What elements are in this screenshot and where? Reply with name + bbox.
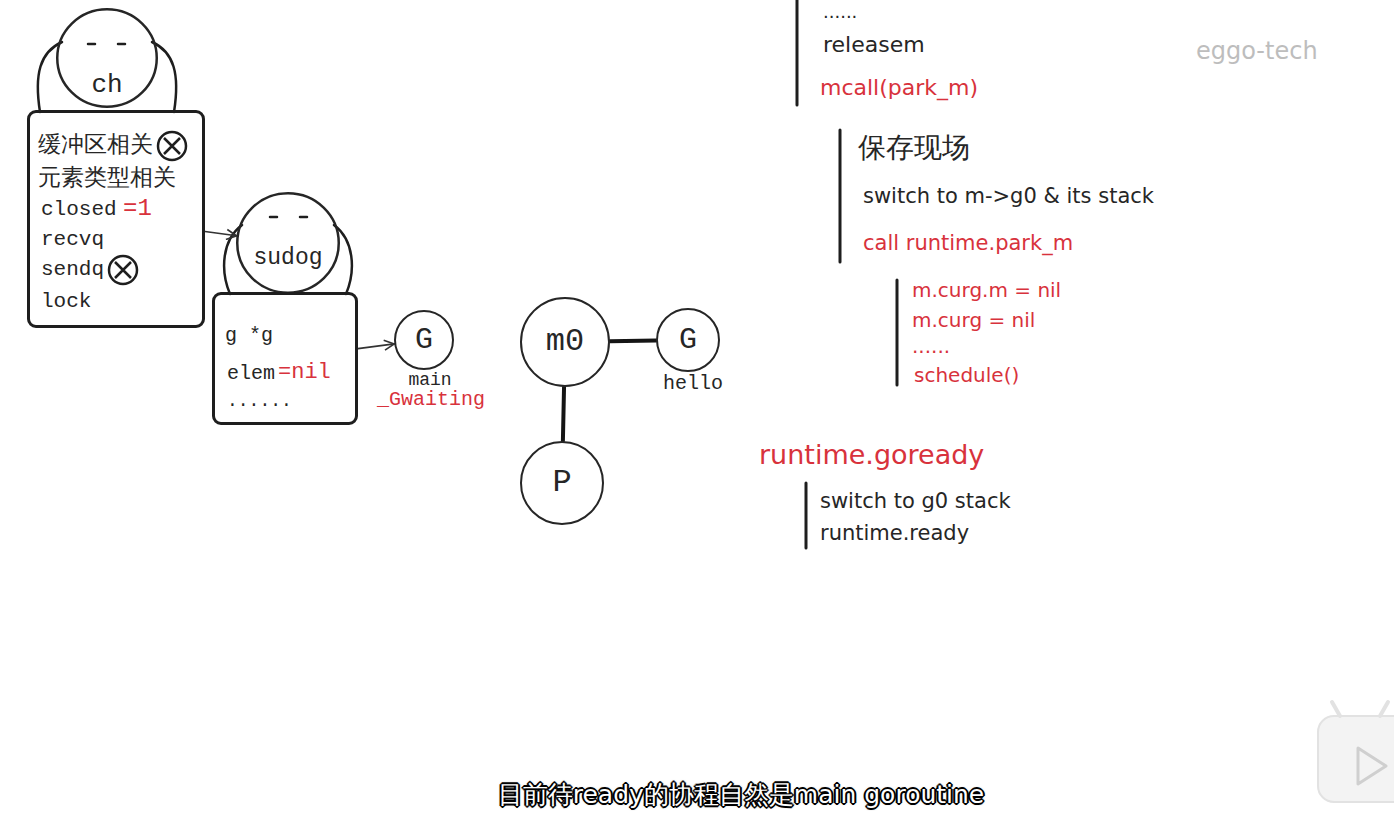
cross-symbol	[109, 256, 137, 284]
node-title: sudog	[253, 245, 322, 271]
eyes	[88, 43, 125, 46]
cross-symbol	[158, 132, 186, 160]
struct-box: g *g elem=nil......	[212, 292, 358, 425]
field-name: sendq	[41, 258, 104, 282]
circle-outline	[57, 9, 157, 107]
node-title: m0	[546, 324, 584, 361]
goroutine-circle: Ghello	[656, 308, 720, 372]
code-line: runtime.ready	[820, 521, 969, 545]
code-line: switch to g0 stack	[820, 489, 1011, 513]
channel-head: ch	[56, 8, 158, 108]
code-line: m.curg.m = nil	[912, 279, 1061, 302]
code-line: releasem	[823, 32, 925, 57]
code-line: m.curg = nil	[912, 309, 1035, 332]
code-line: mcall(park_m)	[820, 75, 978, 100]
link-line	[563, 387, 564, 441]
circle-outline	[237, 193, 339, 293]
field-name: g *g	[225, 324, 273, 347]
code-line: ......	[912, 335, 950, 358]
field-value: =nil	[278, 360, 331, 385]
struct-box: 缓冲区相关元素类型相关 closed=1 recvq sendq lock	[27, 110, 205, 328]
node-title: P	[552, 465, 571, 502]
node-caption: hello	[663, 372, 723, 395]
field-name: recvq	[41, 228, 104, 252]
link-line	[610, 339, 656, 344]
circle-outline	[395, 311, 453, 369]
field-name: closed	[41, 198, 117, 222]
circle-outline	[521, 442, 603, 524]
field-name: elem	[227, 362, 275, 385]
bracket-bar	[796, 0, 799, 105]
code-line: schedule()	[914, 364, 1019, 387]
code-line: ......	[823, 2, 857, 23]
code-line: call runtime.park_m	[863, 231, 1073, 255]
pointer-arrow	[358, 344, 394, 349]
step-heading: 保存现场	[858, 132, 970, 164]
field-name: lock	[41, 290, 91, 314]
node-outline	[236, 192, 340, 294]
field-name: 缓冲区相关	[38, 133, 153, 159]
sudog-head: sudog	[236, 192, 340, 294]
circle-outline	[657, 309, 719, 371]
field-name: 元素类型相关	[38, 166, 176, 192]
node-title: G	[679, 323, 697, 358]
node-title: ch	[91, 71, 122, 101]
field-value: =1	[123, 195, 152, 223]
player-icon	[1318, 702, 1394, 802]
code-line: switch to m->g0 & its stack	[863, 184, 1154, 208]
ellipsis: ......	[227, 391, 292, 412]
bracket-bar	[805, 483, 808, 548]
function-heading: runtime.goready	[759, 439, 984, 470]
status-label: _Gwaiting	[377, 388, 485, 411]
node-title: G	[415, 323, 433, 358]
node-caption: main	[408, 370, 451, 391]
circle-outline	[521, 298, 609, 386]
goroutine-circle: Gmain_Gwaiting	[394, 310, 454, 370]
bracket-bar	[839, 130, 842, 262]
watermark: eggo-tech	[1196, 38, 1318, 66]
eyes	[270, 216, 307, 219]
subtitle: 目前待ready的协程自然是main goroutine	[498, 781, 985, 810]
processor-circle: P	[520, 441, 604, 525]
bracket-bar	[896, 280, 899, 385]
machine-circle: m0	[520, 297, 610, 387]
pointer-arrow	[205, 231, 237, 235]
